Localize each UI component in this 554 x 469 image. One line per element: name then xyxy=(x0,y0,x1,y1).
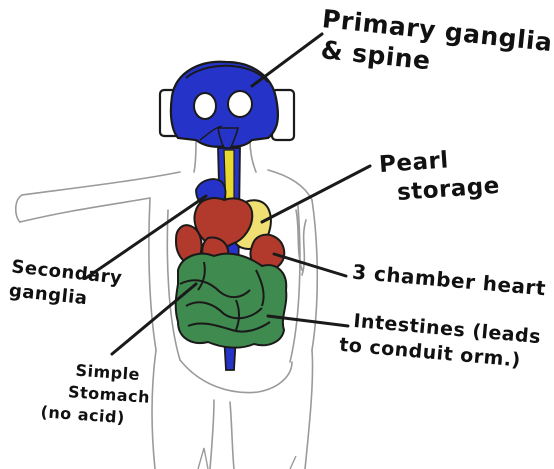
leader-lines xyxy=(84,32,372,356)
label-pearl-storage: Pearl storage xyxy=(378,146,500,206)
bottom-scribbles xyxy=(197,447,297,469)
leader-intestines xyxy=(266,314,350,328)
intestines xyxy=(174,252,288,349)
leader-pearl xyxy=(260,164,372,224)
leader-stomach xyxy=(110,282,198,356)
primary-ganglia xyxy=(169,60,279,154)
leader-secondary xyxy=(84,194,208,280)
leader-heart xyxy=(272,252,348,278)
body-outline xyxy=(14,139,319,469)
anatomy-illustration xyxy=(14,32,372,469)
leader-primary xyxy=(250,32,324,88)
label-pearl-storage-line1: Pearl xyxy=(378,147,450,179)
label-simple-stomach-line2: Stomach xyxy=(67,382,151,407)
anatomy-diagram: Primary ganglia & spine Pearl storage 3 … xyxy=(8,4,554,469)
label-simple-stomach: Simple Stomach (no acid) xyxy=(40,360,152,428)
label-simple-stomach-line1: Simple xyxy=(74,360,141,385)
